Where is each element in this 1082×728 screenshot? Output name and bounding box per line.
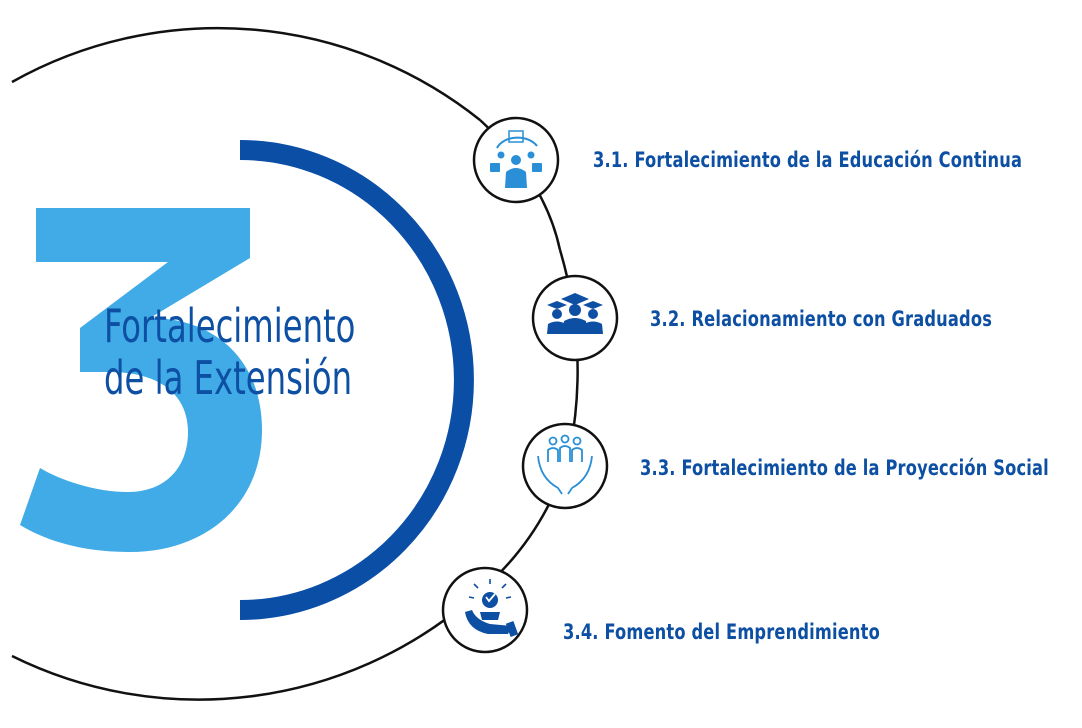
large-number-three <box>20 208 262 552</box>
center-title-line-2: de la Extensión <box>104 351 353 405</box>
item-circle-4 <box>441 566 529 654</box>
item-label-3-4: 3.4. Fomento del Emprendimiento <box>563 620 880 644</box>
entrepreneurship-icon <box>465 579 519 637</box>
social-projection-icon <box>537 434 593 495</box>
blue-arc <box>239 140 474 620</box>
center-title-line-1: Fortalecimiento <box>104 299 356 353</box>
center-title: Fortalecimiento de la Extensión <box>104 300 355 404</box>
continuing-education-icon <box>490 130 542 188</box>
item-label-3-3: 3.3. Fortalecimiento de la Proyección So… <box>640 456 1049 480</box>
item-label-3-2: 3.2. Relacionamiento con Graduados <box>650 307 993 331</box>
item-circle-3 <box>521 422 609 510</box>
item-label-3-1: 3.1. Fortalecimiento de la Educación Con… <box>593 148 1023 172</box>
graduates-icon <box>547 293 603 334</box>
